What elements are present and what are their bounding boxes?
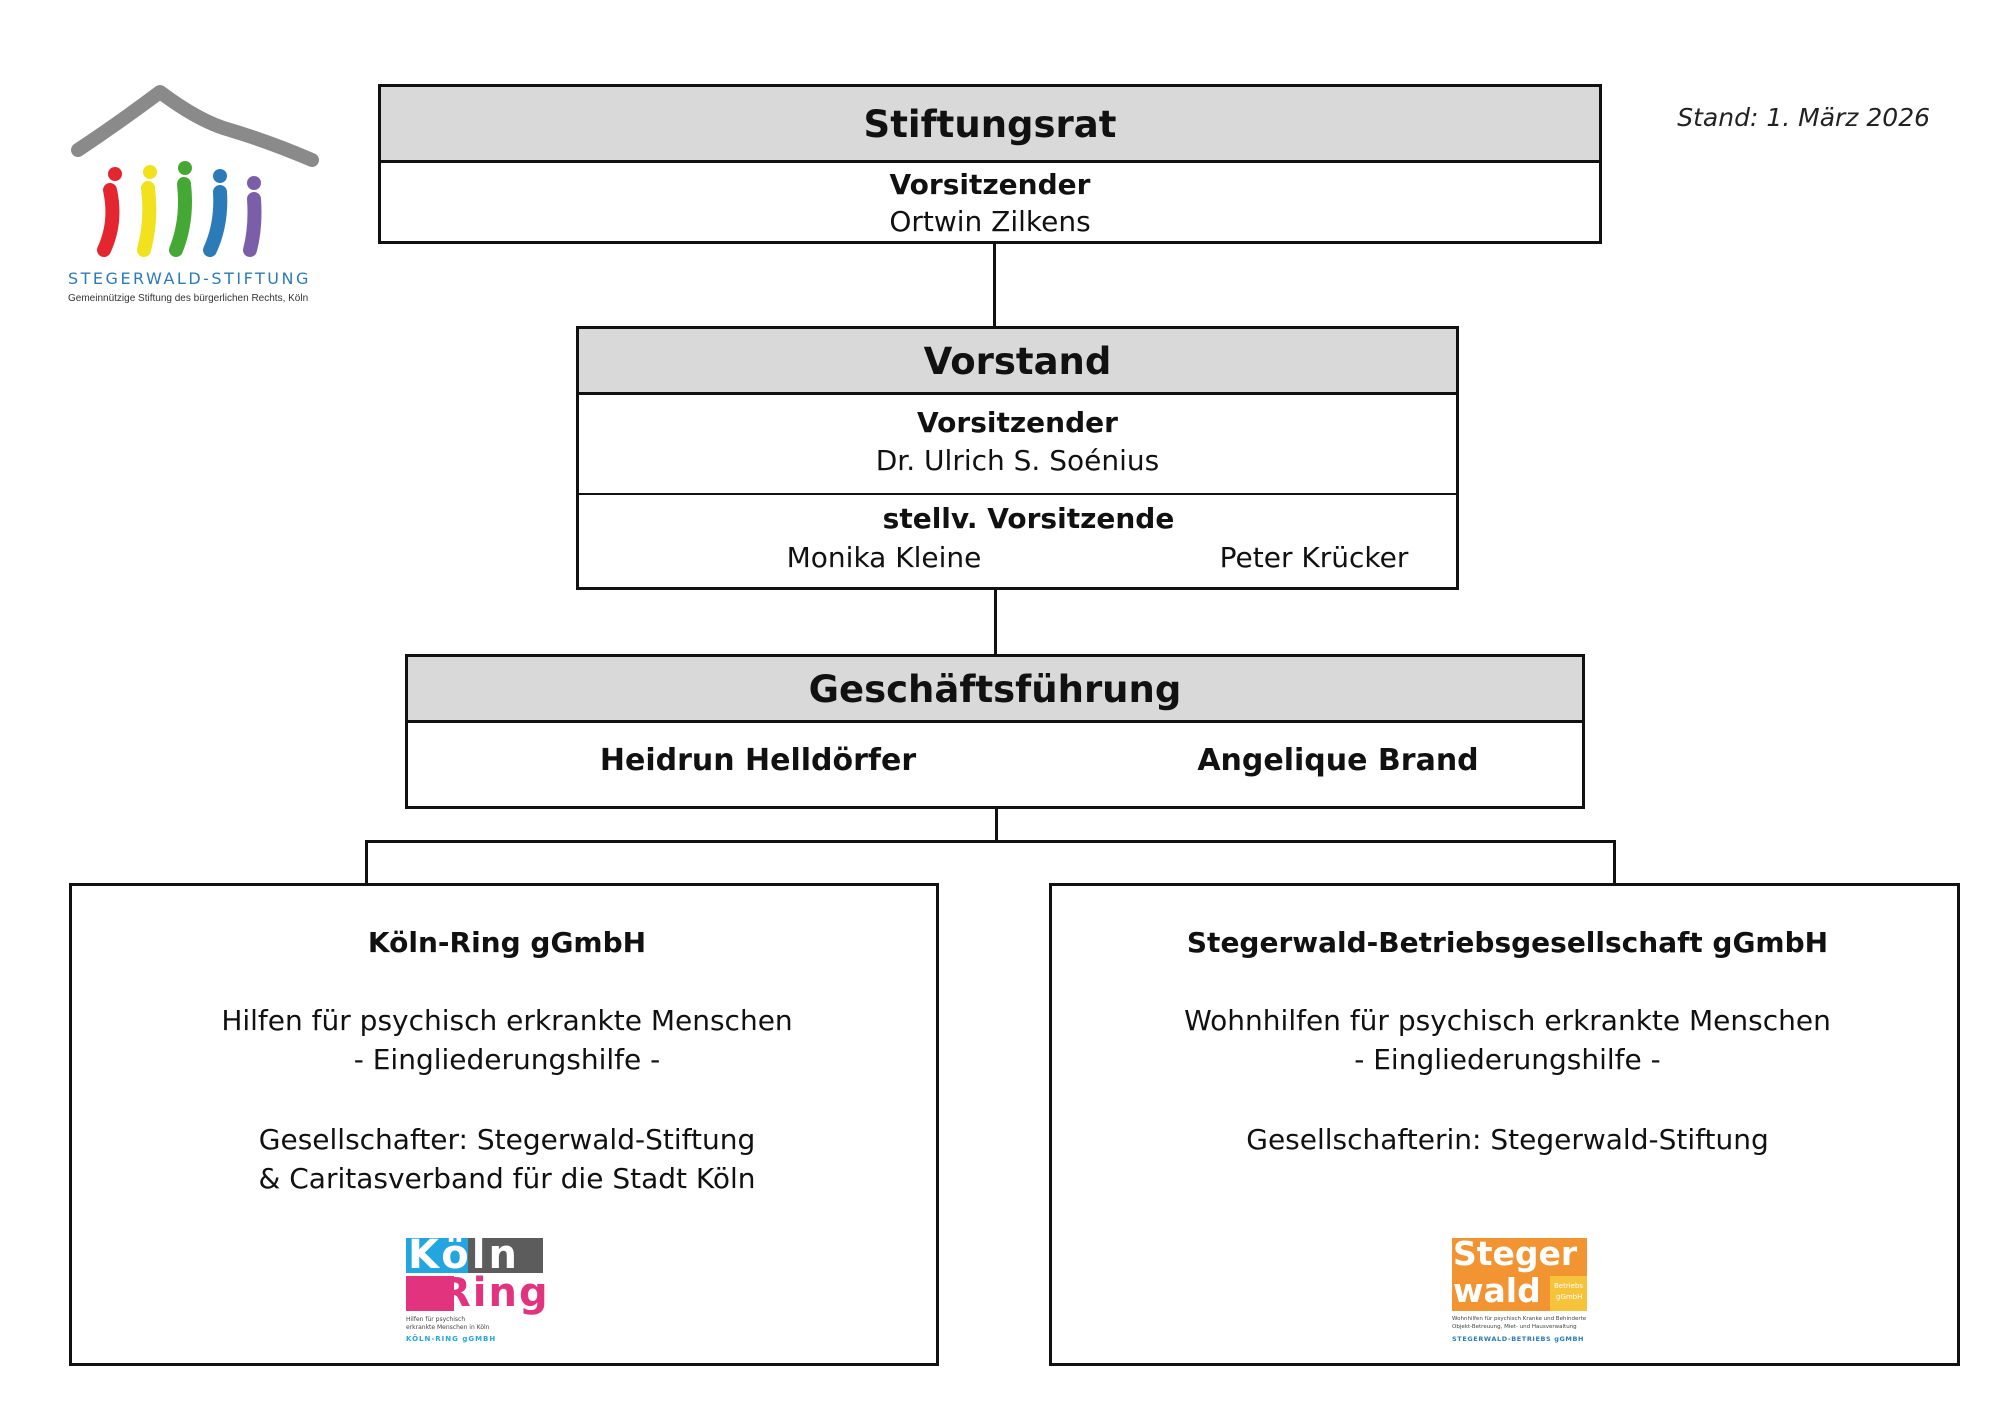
stand-date: Stand: 1. März 2026 bbox=[1677, 103, 1930, 132]
logo-tagline: erkrankte Menschen in Köln bbox=[406, 1324, 490, 1331]
stiftungsrat-role: Vorsitzender bbox=[889, 168, 1091, 201]
stiftungsrat-person: Ortwin Zilkens bbox=[889, 205, 1091, 238]
geschaeftsfuehrung-person: Angelique Brand bbox=[1197, 743, 1479, 778]
logo-block-pink bbox=[406, 1276, 454, 1311]
company-owner: Gesellschafterin: Stegerwald-Stiftung bbox=[1246, 1123, 1769, 1156]
vorstand-deputy-person: Monika Kleine bbox=[786, 541, 982, 574]
koeln-ring-logo: Köln Ring Hilfen für psychisch erkrankte… bbox=[406, 1232, 548, 1348]
company-owner: & Caritasverband für die Stadt Köln bbox=[258, 1162, 756, 1195]
connector-line bbox=[365, 840, 368, 885]
connector-line bbox=[365, 840, 1616, 843]
company-name: Köln-Ring gGmbH bbox=[367, 926, 647, 959]
logo-badge: Betriebs bbox=[1554, 1282, 1584, 1290]
company-description: Wohnhilfen für psychisch erkrankte Mensc… bbox=[1184, 1004, 1831, 1037]
logo-word: Ring bbox=[440, 1270, 550, 1316]
company-box-stegerwald-betrieb: Stegerwald-Betriebsgesellschaft gGmbH Wo… bbox=[1049, 883, 1960, 1366]
company-box-koeln-ring: Köln-Ring gGmbH Hilfen für psychisch erk… bbox=[69, 883, 939, 1366]
foundation-logo-subtitle: Gemeinnützige Stiftung des bürgerlichen … bbox=[68, 293, 309, 304]
geschaeftsfuehrung-person: Heidrun Helldörfer bbox=[599, 743, 917, 778]
connector-line bbox=[994, 590, 997, 656]
vorstand-box: Vorstand Vorsitzender Dr. Ulrich S. Soén… bbox=[576, 326, 1459, 590]
figures-icon bbox=[97, 161, 262, 257]
company-description: - Eingliederungshilfe - bbox=[353, 1043, 661, 1076]
stiftungsrat-box: Stiftungsrat Vorsitzender Ortwin Zilkens bbox=[378, 84, 1602, 244]
connector-line bbox=[993, 244, 996, 327]
company-description: - Eingliederungshilfe - bbox=[1354, 1043, 1661, 1076]
geschaeftsfuehrung-box: Geschäftsführung Heidrun Helldörfer Ange… bbox=[405, 654, 1585, 809]
logo-tagline: Objekt-Betreuung, Miet- und Hausverwaltu… bbox=[1452, 1324, 1577, 1330]
vorstand-deputy-person: Peter Krücker bbox=[1219, 541, 1409, 574]
logo-block-blue bbox=[406, 1238, 468, 1273]
foundation-logo-name: STEGERWALD-STIFTUNG bbox=[68, 269, 311, 288]
company-owner: Gesellschafter: Stegerwald-Stiftung bbox=[258, 1123, 756, 1156]
stegerwald-betrieb-logo: Steger wald Betriebs gGmbH Wohnhilfen fü… bbox=[1452, 1234, 1602, 1348]
logo-block-grey bbox=[468, 1238, 543, 1273]
foundation-logo: STEGERWALD-STIFTUNG Gemeinnützige Stiftu… bbox=[60, 82, 330, 312]
logo-block-yellow bbox=[1550, 1276, 1587, 1311]
vorstand-deputy-role: stellv. Vorsitzende bbox=[882, 502, 1175, 535]
logo-word: Steger bbox=[1453, 1234, 1578, 1273]
company-description: Hilfen für psychisch erkrankte Menschen bbox=[221, 1004, 793, 1037]
logo-footer: STEGERWALD-BETRIEBS gGMBH bbox=[1452, 1335, 1585, 1343]
vorstand-title: Vorstand bbox=[579, 329, 1456, 395]
vorstand-chair-role: Vorsitzender bbox=[917, 406, 1118, 439]
connector-line bbox=[1613, 840, 1616, 885]
stiftungsrat-title: Stiftungsrat bbox=[381, 87, 1599, 163]
logo-footer: KÖLN-RING gGMBH bbox=[406, 1335, 497, 1343]
vorstand-chair-person: Dr. Ulrich S. Soénius bbox=[875, 444, 1160, 477]
logo-tagline: Hilfen für psychisch bbox=[406, 1316, 466, 1323]
logo-word: wald bbox=[1453, 1271, 1541, 1310]
logo-word: Köln bbox=[408, 1232, 520, 1278]
logo-tagline: Wohnhilfen für psychisch Kranke und Behi… bbox=[1452, 1316, 1587, 1322]
connector-line bbox=[995, 809, 998, 842]
divider bbox=[579, 493, 1456, 495]
logo-badge: gGmbH bbox=[1556, 1293, 1583, 1301]
geschaeftsfuehrung-title: Geschäftsführung bbox=[408, 657, 1582, 723]
house-roof-icon bbox=[71, 85, 319, 257]
company-name: Stegerwald-Betriebsgesellschaft gGmbH bbox=[1186, 926, 1829, 959]
